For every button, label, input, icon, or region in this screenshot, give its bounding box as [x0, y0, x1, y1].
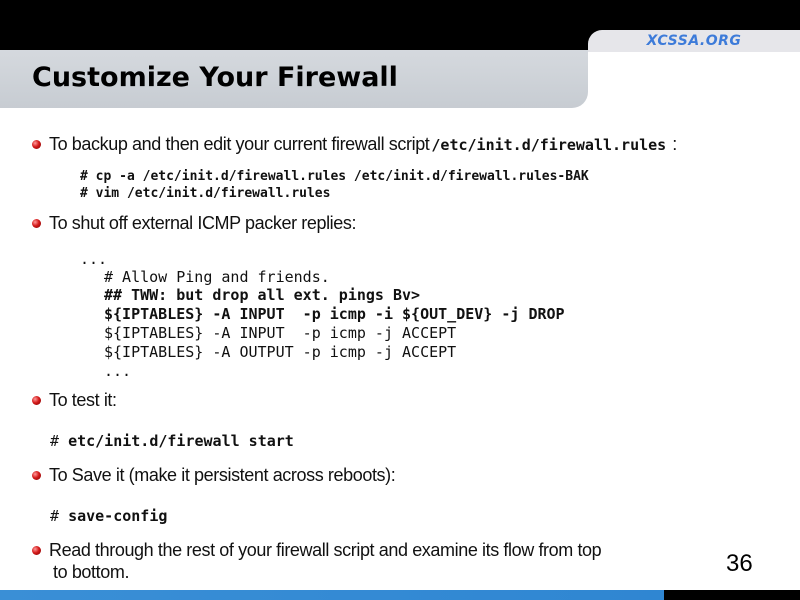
bullet-icon [32, 219, 41, 228]
brand-tab [588, 30, 800, 52]
bullet-backup: To backup and then edit your current fir… [32, 134, 677, 155]
bullet-text-continuation: to bottom. [53, 562, 130, 582]
command-arg: etc/init.d/firewall start [68, 432, 294, 450]
code-line: ${IPTABLES} -A OUTPUT -p icmp -j ACCEPT [104, 343, 457, 361]
command-prompt: # [50, 432, 69, 450]
code-line: ## TWW: but drop all ext. pings Bv> [104, 286, 421, 304]
inline-code-path: /etc/init.d/firewall.rules [431, 136, 667, 154]
command-prompt: # [50, 507, 69, 525]
backup-command-1: # cp -a /etc/init.d/firewall.rules /etc/… [80, 169, 589, 184]
bullet-text: To shut off external ICMP packer replies… [49, 213, 357, 233]
bullet-icon [32, 471, 41, 480]
bullet-icmp: To shut off external ICMP packer replies… [32, 213, 356, 234]
command-arg: save-config [68, 507, 168, 525]
bullet-icon [32, 396, 41, 405]
save-command: # save-config [50, 507, 167, 525]
backup-command-2: # vim /etc/init.d/firewall.rules [80, 186, 331, 201]
bullet-icon [32, 140, 41, 149]
bullet-save: To Save it (make it persistent across re… [32, 465, 396, 486]
code-line: # Allow Ping and friends. [104, 268, 330, 286]
bullet-test: To test it: [32, 390, 117, 411]
code-line: ${IPTABLES} -A INPUT -p icmp -i ${OUT_DE… [104, 305, 565, 323]
code-line: ... [80, 250, 108, 268]
brand-logo-text: XCSSA.ORG [646, 33, 742, 49]
code-line: ${IPTABLES} -A INPUT -p icmp -j ACCEPT [104, 324, 457, 342]
test-command: # etc/init.d/firewall start [50, 432, 294, 450]
page-number: 36 [726, 550, 753, 577]
bullet-suffix: : [672, 134, 677, 154]
bullet-text: To Save it (make it persistent across re… [49, 465, 396, 485]
page-title: Customize Your Firewall [32, 62, 398, 93]
bullet-icon [32, 546, 41, 555]
bullet-text: To test it: [49, 390, 117, 410]
bottom-bar [0, 590, 800, 600]
title-band [0, 50, 588, 108]
code-line: ... [104, 362, 132, 380]
bullet-text: To backup and then edit your current fir… [49, 134, 430, 154]
bullet-text: Read through the rest of your firewall s… [49, 540, 602, 560]
bullet-read-through: Read through the rest of your firewall s… [32, 540, 602, 561]
